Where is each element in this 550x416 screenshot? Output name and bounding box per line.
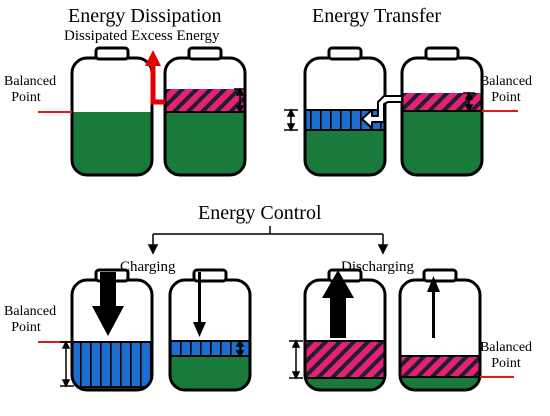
- battery-dissipation-1: [70, 46, 154, 177]
- label-discharging: Discharging: [341, 259, 415, 275]
- charge-dimension-marker: [60, 340, 74, 388]
- control-tree-lines: [147, 226, 389, 255]
- label-balanced-point-top-right: Balanced Point: [479, 74, 533, 105]
- charge-small-dimension-marker: [234, 339, 246, 358]
- label-balanced-point-bottom-left: Balanced Point: [4, 304, 57, 335]
- label-charging: Charging: [120, 259, 176, 275]
- title-energy-dissipation: Energy Dissipation: [68, 5, 222, 27]
- receiver-dimension-marker: [284, 108, 298, 132]
- arrow-up-icon: [427, 276, 440, 338]
- donor-dimension-marker: [463, 91, 475, 113]
- battery-transfer-donor: [400, 46, 484, 177]
- battery-charging-small: [168, 268, 252, 392]
- label-balanced-point-bottom-right: Balanced Point: [479, 340, 533, 371]
- battery-discharging-large: [303, 268, 387, 392]
- battery-discharging-small: [398, 268, 482, 392]
- title-energy-control: Energy Control: [198, 202, 322, 224]
- arrow-down-icon: [193, 272, 206, 337]
- discharge-dimension-marker: [289, 339, 303, 380]
- transfer-arrow-icon: [361, 95, 403, 129]
- arrow-up-icon: [322, 270, 354, 338]
- arrow-down-icon: [92, 272, 124, 336]
- label-balanced-point-top-left: Balanced Point: [4, 74, 57, 105]
- battery-transfer-receiver: [303, 46, 387, 177]
- label-dissipated-excess-energy: Dissipated Excess Energy: [64, 28, 220, 44]
- arrow-up-icon: [145, 50, 165, 105]
- battery-dissipation-2: [163, 46, 247, 177]
- excess-dimension-marker: [234, 87, 246, 114]
- title-energy-transfer: Energy Transfer: [312, 5, 442, 27]
